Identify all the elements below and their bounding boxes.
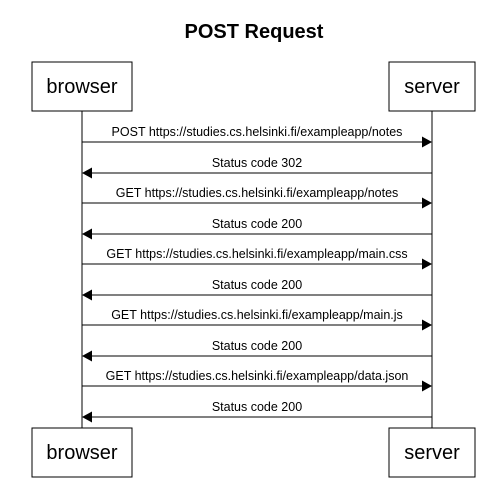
message-9: Status code 200 <box>82 400 432 423</box>
participant-server-top: server <box>388 61 476 112</box>
message-4: GET https://studies.cs.helsinki.fi/examp… <box>82 247 432 270</box>
participant-browser-top: browser <box>31 61 133 112</box>
message-5: Status code 200 <box>82 278 432 301</box>
message-label: Status code 200 <box>212 400 302 414</box>
message-arrowhead <box>422 197 432 209</box>
message-label: Status code 200 <box>212 278 302 292</box>
participant-server-bottom-label: server <box>404 442 460 464</box>
participant-server-bottom: server <box>388 427 476 478</box>
message-7: Status code 200 <box>82 339 432 362</box>
participant-browser-bottom: browser <box>31 427 133 478</box>
message-1: Status code 302 <box>82 156 432 179</box>
message-6: GET https://studies.cs.helsinki.fi/examp… <box>82 308 432 331</box>
message-arrowhead <box>82 350 92 362</box>
message-list: POST https://studies.cs.helsinki.fi/exam… <box>82 125 432 423</box>
message-arrowhead <box>82 289 92 301</box>
participant-browser-bottom-label: browser <box>46 442 117 464</box>
message-arrowhead <box>82 228 92 240</box>
message-arrowhead <box>422 258 432 270</box>
message-label: GET https://studies.cs.helsinki.fi/examp… <box>111 308 403 322</box>
message-3: Status code 200 <box>82 217 432 240</box>
message-0: POST https://studies.cs.helsinki.fi/exam… <box>82 125 432 148</box>
message-label: GET https://studies.cs.helsinki.fi/examp… <box>106 247 407 261</box>
message-arrowhead <box>82 167 92 179</box>
message-label: GET https://studies.cs.helsinki.fi/examp… <box>106 369 409 383</box>
diagram-title: POST Request <box>185 21 324 43</box>
message-8: GET https://studies.cs.helsinki.fi/examp… <box>82 369 432 392</box>
message-arrowhead <box>422 319 432 331</box>
message-label: POST https://studies.cs.helsinki.fi/exam… <box>112 125 403 139</box>
participant-browser-top-label: browser <box>46 76 117 98</box>
message-label: GET https://studies.cs.helsinki.fi/examp… <box>116 186 399 200</box>
message-arrowhead <box>422 136 432 148</box>
message-label: Status code 200 <box>212 339 302 353</box>
message-label: Status code 200 <box>212 217 302 231</box>
message-arrowhead <box>422 380 432 392</box>
participant-server-top-label: server <box>404 76 460 98</box>
message-2: GET https://studies.cs.helsinki.fi/examp… <box>82 186 432 209</box>
message-label: Status code 302 <box>212 156 302 170</box>
message-arrowhead <box>82 411 92 423</box>
